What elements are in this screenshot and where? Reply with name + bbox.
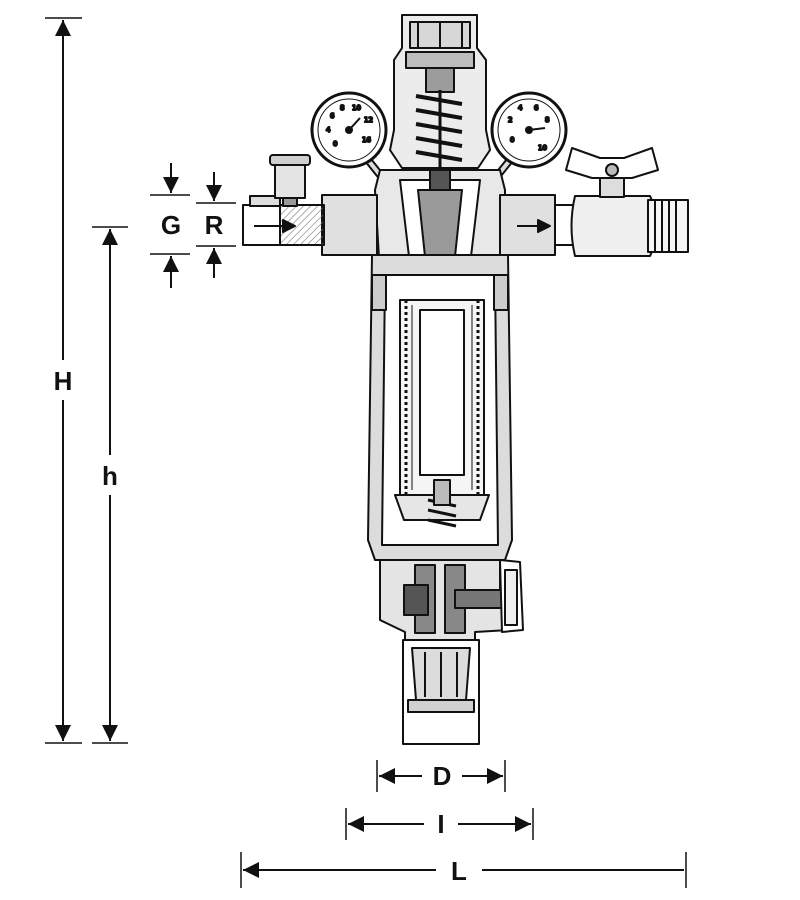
dimension-L: L: [240, 852, 687, 888]
left-gauge-tick: 0: [333, 140, 337, 148]
left-gauge-tick: 12: [364, 116, 373, 124]
dimension-label-h: h: [102, 461, 118, 491]
dimension-label-R: R: [205, 210, 224, 240]
dimension-I: I: [345, 808, 534, 840]
right-gauge-tick: 0: [510, 136, 514, 144]
inlet-connection: [242, 154, 378, 256]
right-gauge-tick: 10: [538, 144, 547, 152]
dimension-label-L: L: [451, 856, 467, 886]
left-pressure-gauge: 0 4 6 8 10 12 16: [310, 91, 388, 183]
dimension-label-H: H: [54, 366, 73, 396]
right-gauge-tick: 4: [518, 104, 523, 112]
dimension-G: G: [150, 163, 190, 288]
dimension-H: H: [45, 17, 82, 744]
right-gauge-tick: 6: [534, 104, 539, 112]
dimension-R: R: [196, 172, 236, 278]
filter-assembly: 0 4 6 8 10 12 16 0 2 4 6 8 10: [242, 14, 689, 745]
dimension-label-I: I: [437, 809, 444, 839]
left-gauge-tick: 16: [362, 136, 371, 144]
dimension-D: D: [376, 760, 506, 792]
dimension-h: h: [92, 226, 128, 744]
drain-outlet: [402, 639, 480, 745]
left-gauge-tick: 4: [326, 126, 331, 134]
dimension-label-G: G: [161, 210, 181, 240]
left-gauge-tick: 6: [330, 112, 335, 120]
outlet-connection: [499, 194, 578, 256]
left-gauge-tick: 10: [352, 104, 361, 112]
left-gauge-tick: 8: [340, 104, 344, 112]
right-gauge-tick: 8: [545, 116, 549, 124]
pressure-reducer-cap: [389, 14, 491, 169]
right-pressure-gauge: 0 2 4 6 8 10: [490, 91, 568, 183]
dimension-label-D: D: [433, 761, 452, 791]
backwash-valve-body: [379, 559, 524, 641]
filter-cartridge: [394, 299, 490, 528]
right-gauge-tick: 2: [508, 116, 512, 124]
ball-valve: [565, 147, 689, 257]
